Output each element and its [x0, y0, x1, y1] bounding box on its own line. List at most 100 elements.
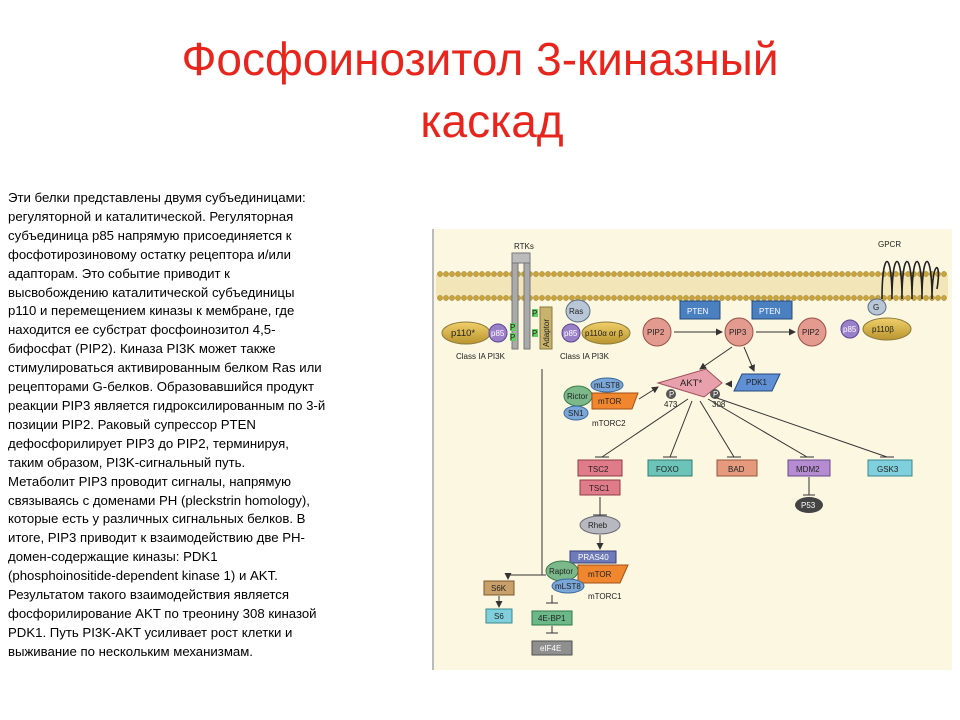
- lipid-head: [557, 295, 563, 301]
- pathway-svg: RTKs P P P P Adaptor p110* p85 Class IA …: [436, 240, 948, 656]
- lipid-head: [779, 271, 785, 277]
- lipid-head: [599, 271, 605, 277]
- lipid-head: [449, 295, 455, 301]
- lipid-head: [905, 295, 911, 301]
- lipid-head: [797, 271, 803, 277]
- lipid-head: [533, 271, 539, 277]
- lipid-head: [839, 295, 845, 301]
- lipid-head: [821, 271, 827, 277]
- phospho-p-label: P: [532, 329, 537, 338]
- lipid-head: [761, 295, 767, 301]
- lipid-head: [485, 295, 491, 301]
- lipid-head: [857, 295, 863, 301]
- lipid-head: [437, 295, 443, 301]
- lipid-head: [497, 295, 503, 301]
- lipid-head: [593, 271, 599, 277]
- body-line: итоге, PIP3 приводит к взаимодействию дв…: [8, 530, 305, 546]
- lipid-head: [539, 271, 545, 277]
- gsk3-label: GSK3: [877, 465, 899, 474]
- lipid-head: [791, 295, 797, 301]
- body-text: Эти белки представлены двумя субъединица…: [8, 189, 404, 662]
- body-line: которые есть у различных сигнальных белк…: [8, 511, 306, 527]
- raptor-label: Raptor: [549, 567, 573, 576]
- lipid-head: [461, 295, 467, 301]
- lipid-head: [611, 271, 617, 277]
- akt-node: [656, 368, 723, 398]
- lipid-head: [569, 295, 575, 301]
- lipid-head: [863, 295, 869, 301]
- lipid-head: [671, 295, 677, 301]
- body-line: дефосфорилирует PIP3 до PIP2, терминируя…: [8, 435, 289, 451]
- adaptor-label: Adaptor: [542, 319, 551, 347]
- lipid-head: [611, 295, 617, 301]
- lipid-head: [941, 271, 947, 277]
- lipid-head: [719, 271, 725, 277]
- lipid-head: [785, 271, 791, 277]
- lipid-head: [599, 295, 605, 301]
- lipid-head: [803, 295, 809, 301]
- body-line: находится ее субстрат фосфоинозитол 4,5-: [8, 322, 276, 338]
- pip3-to-akt-arrow: [699, 346, 733, 370]
- lipid-head: [581, 295, 587, 301]
- sin1-label: SN1: [568, 409, 584, 418]
- gpcr-label: GPCR: [878, 240, 901, 249]
- lipid-head: [743, 295, 749, 301]
- p85-left-node: [488, 323, 508, 343]
- body-line: бифосфат (PIP2). Киназа PI3K может также: [8, 341, 276, 357]
- body-line: стимулироваться активированным белком Ra…: [8, 360, 322, 376]
- cell-membrane: [436, 271, 948, 301]
- s6k-label: S6K: [491, 584, 507, 593]
- mtor-bottom-node: [577, 564, 629, 584]
- lipid-head: [809, 295, 815, 301]
- lipid-head: [677, 271, 683, 277]
- lipid-head: [731, 271, 737, 277]
- lipid-head: [545, 295, 551, 301]
- phospho-p-label: P: [510, 333, 515, 342]
- mtor-top-node: [591, 392, 639, 410]
- lipid-head: [443, 295, 449, 301]
- lipid-head: [539, 295, 545, 301]
- body-line: таким образом, PI3K-сигнальный путь.: [8, 454, 246, 470]
- tsc1-label: TSC1: [589, 484, 610, 493]
- body-line: Эти белки представлены двумя субъединица…: [8, 190, 306, 205]
- lipid-head: [557, 271, 563, 277]
- lipid-head: [605, 271, 611, 277]
- lipid-head: [833, 271, 839, 277]
- mlst8-top-label: mLST8: [594, 381, 620, 390]
- lipid-head: [479, 295, 485, 301]
- lipid-head: [875, 271, 881, 277]
- panel-divider: [432, 229, 434, 670]
- lipid-head: [719, 295, 725, 301]
- body-line: реакции PIP3 является гидроксилированным…: [8, 397, 326, 413]
- lipid-head: [629, 271, 635, 277]
- akt-label: AKT*: [680, 378, 702, 389]
- tsc2-label: TSC2: [588, 465, 609, 474]
- lipid-head: [743, 271, 749, 277]
- lipid-head: [671, 271, 677, 277]
- lipid-head: [467, 295, 473, 301]
- lipid-head: [659, 295, 665, 301]
- mtorc1-label: mTORC1: [588, 592, 622, 601]
- lipid-head: [707, 271, 713, 277]
- lipid-head: [755, 295, 761, 301]
- sin1-node: [563, 405, 589, 421]
- g-protein-label: G: [873, 303, 879, 312]
- lipid-head: [533, 295, 539, 301]
- pip2-right-node: [797, 317, 827, 347]
- rictor-label: Rictor: [567, 392, 588, 401]
- lipid-head: [623, 295, 629, 301]
- lipid-head: [803, 271, 809, 277]
- lipid-head: [665, 295, 671, 301]
- lipid-head: [701, 295, 707, 301]
- lipid-head: [551, 295, 557, 301]
- slide-title-line-1: Фосфоинозитол 3-киназный: [181, 33, 779, 85]
- p85-left-label: p85: [491, 329, 505, 338]
- lipid-head: [551, 271, 557, 277]
- pten-left-label: PTEN: [687, 307, 709, 316]
- rtks-label: RTKs: [514, 242, 534, 251]
- lipid-head: [617, 271, 623, 277]
- lipid-head: [497, 271, 503, 277]
- body-line: адапторам. Это событие приводит к: [8, 265, 230, 281]
- lipid-head: [869, 271, 875, 277]
- lipid-head: [713, 295, 719, 301]
